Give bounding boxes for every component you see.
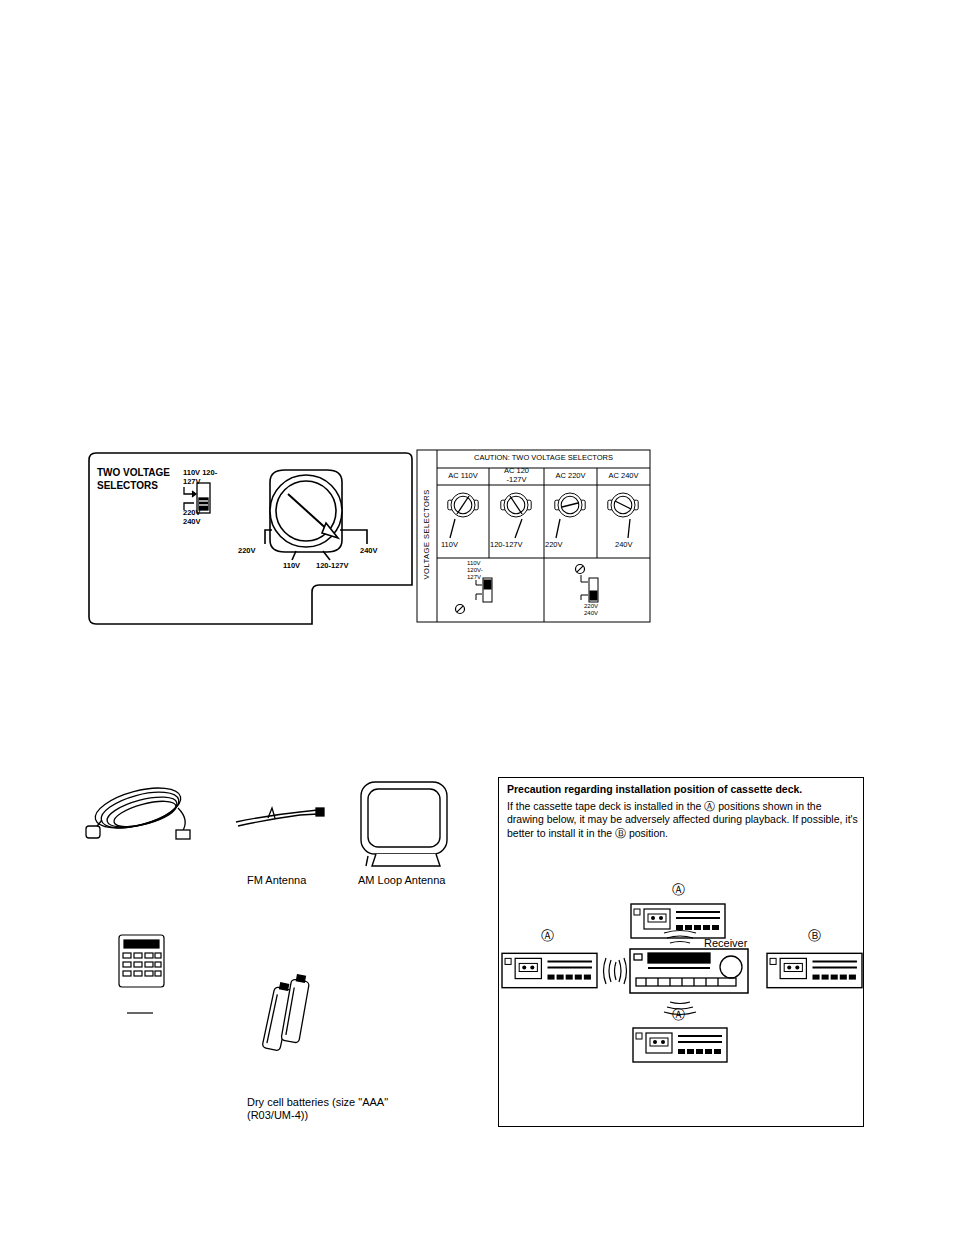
column-header: AC 120 -127V: [489, 467, 544, 484]
accessory-name: FM Antenna: [247, 874, 306, 887]
dial-label: 120-127V: [490, 541, 523, 550]
accessory-name: Dry cell batteries (size "AAA" (R03/UM-4…: [247, 1096, 427, 1121]
interference-waves: [604, 931, 697, 1015]
cassette-deck: [502, 953, 597, 987]
receiver: [630, 949, 748, 993]
fm-antenna: [236, 808, 324, 826]
dial-label: 240V: [360, 547, 378, 556]
precaution-box: Precaution regarding installation positi…: [498, 777, 864, 1127]
row-header: VOLTAGE SELECTORS: [423, 484, 432, 584]
dial-label: 120-127V: [316, 562, 349, 571]
dial-label: 220V: [545, 541, 563, 550]
dial-label: 110V: [283, 562, 300, 571]
cassette-deck: [633, 1028, 727, 1062]
column-header: AC 220V: [544, 472, 597, 481]
position-mark: Ⓐ: [541, 929, 554, 944]
rotary-dial: [265, 470, 367, 560]
power-cord: [86, 780, 190, 839]
unit-name: Receiver: [704, 937, 747, 950]
heading: TWO VOLTAGE SELECTORS: [97, 452, 183, 492]
selector-panel: TWO VOLTAGE SELECTORS: [88, 452, 413, 625]
accessory-name: AM Loop Antenna: [358, 874, 445, 887]
position-mark: Ⓐ: [672, 883, 685, 898]
table-title: CAUTION: TWO VOLTAGE SELECTORS: [437, 454, 650, 463]
body-text: If the cassette tape deck is installed i…: [507, 797, 859, 841]
switch-label: 220V 240V: [183, 509, 207, 526]
table-dials: [448, 493, 638, 538]
dial-label: 220V: [238, 547, 256, 556]
switch-label: 110V 120V-127V: [462, 560, 500, 581]
position-mark: Ⓐ: [672, 1008, 685, 1023]
switch-label: 110V 120-127V: [183, 469, 223, 486]
dial-label: 110V: [441, 541, 458, 550]
position-mark: Ⓑ: [808, 929, 821, 944]
cassette-deck: [767, 953, 862, 987]
am-loop-antenna: [361, 782, 447, 866]
panel-outline: [89, 453, 412, 624]
caution-table: [417, 450, 650, 622]
cassette-deck: [631, 904, 725, 938]
remote-control: [119, 935, 164, 1013]
batteries: [262, 974, 310, 1051]
column-header: AC 240V: [597, 472, 650, 481]
dial-label: 240V: [615, 541, 633, 550]
heading: Precaution regarding installation positi…: [507, 778, 859, 797]
column-header: AC 110V: [437, 472, 489, 481]
switch-label: 220V 240V: [584, 603, 606, 617]
deck-layout: [502, 904, 862, 1062]
